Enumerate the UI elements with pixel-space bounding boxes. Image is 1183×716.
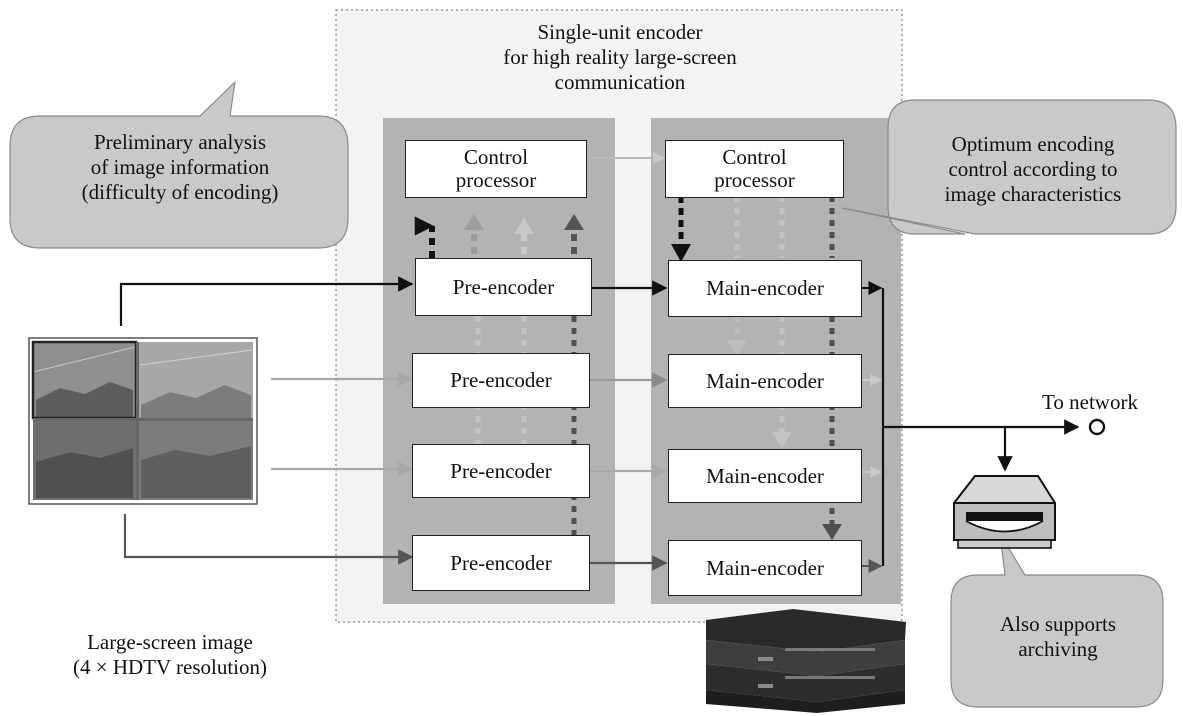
main-encoder-1: Main-encoder: [668, 260, 862, 317]
main-arrowhead-3: [772, 432, 792, 448]
main-encoder-4: Main-encoder: [668, 540, 862, 596]
title-line-2: for high reality large-screen: [503, 45, 737, 69]
pre-arrowhead-4: [564, 214, 584, 230]
callout-archive-text: Also supports archiving: [960, 612, 1156, 662]
pre-encoder-3: Pre-encoder: [412, 444, 590, 498]
title-line-1: Single-unit encoder: [537, 20, 703, 44]
network-label: To network: [1042, 390, 1138, 414]
network-terminal-icon: [1088, 418, 1106, 436]
main-arrowhead-2: [727, 340, 747, 356]
large-screen-image: [28, 337, 258, 505]
callout-left-line-2: of image information: [90, 155, 270, 179]
callout-right-line-2: control according to: [948, 157, 1118, 181]
input-arrow-1: [119, 276, 414, 326]
input-label-line-2: (4 × HDTV resolution): [72, 655, 267, 679]
archive-drive-icon: [953, 475, 1056, 549]
callout-right-line-3: image characteristics: [944, 182, 1122, 206]
callout-right-bubble: [841, 99, 1177, 235]
input-image-label: Large-screen image (4 × HDTV resolution): [20, 630, 320, 680]
main-arrowhead-4: [822, 524, 842, 540]
main-encoder-3: Main-encoder: [668, 449, 862, 503]
title-line-3: communication: [554, 70, 686, 94]
pre-encoder-4: Pre-encoder: [412, 535, 590, 591]
callout-left-line-1: Preliminary analysis: [93, 130, 267, 154]
pre-arrowhead-3: [514, 218, 534, 234]
callout-archive-line-1: Also supports: [999, 612, 1117, 636]
callout-left-bubble: [9, 80, 349, 249]
control-processor-pre-line-1: Control: [463, 145, 529, 169]
main-arrowhead-1: [671, 244, 691, 262]
control-processor-main-line-1: Control: [722, 145, 787, 169]
callout-right-text: Optimum encoding control according to im…: [900, 132, 1166, 207]
input-label-line-1: Large-screen image: [87, 630, 253, 654]
diagram-title: Single-unit encoder for high reality lar…: [420, 20, 820, 95]
pre-encoder-1: Pre-encoder: [415, 258, 592, 316]
callout-right-line-1: Optimum encoding: [951, 132, 1115, 156]
pre-encoder-2: Pre-encoder: [412, 353, 590, 408]
input-arrow-4: [123, 514, 414, 565]
control-processor-main: Control processor: [665, 140, 844, 198]
callout-left-text: Preliminary analysis of image informatio…: [22, 130, 338, 205]
callout-archive-line-2: archiving: [1018, 637, 1098, 661]
control-processor-pre-line-2: processor: [455, 168, 537, 192]
main-encoder-2: Main-encoder: [668, 354, 862, 408]
encoder-hardware-photo: [706, 609, 906, 713]
callout-archive-bubble: [950, 533, 1164, 708]
control-processor-pre: Control processor: [405, 140, 587, 198]
callout-left-line-3: (difficulty of encoding): [81, 180, 279, 204]
pre-arrowhead-2: [464, 214, 484, 230]
control-processor-main-line-2: processor: [714, 168, 795, 192]
